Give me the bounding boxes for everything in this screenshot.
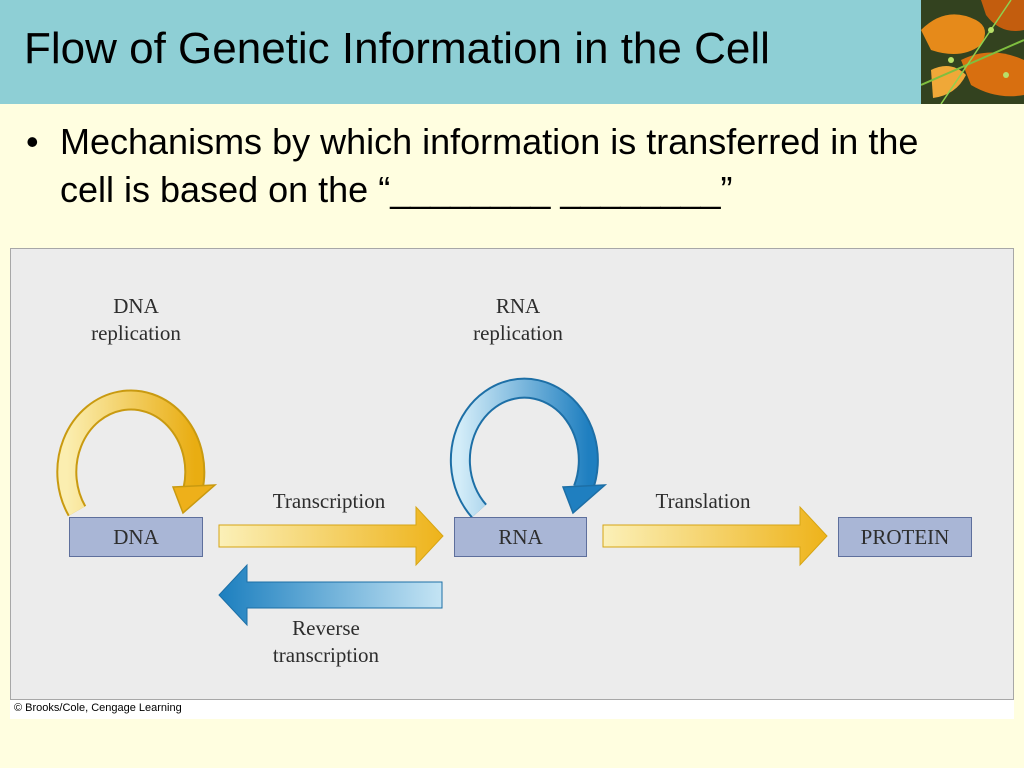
transcription-arrow — [218, 505, 444, 567]
rna-replication-label: RNA replication — [453, 293, 583, 347]
dna-replication-label-line2: replication — [91, 321, 181, 345]
translation-label: Translation — [655, 489, 751, 513]
slide-title: Flow of Genetic Information in the Cell — [24, 24, 770, 73]
bullet-text: Mechanisms by which information is trans… — [60, 121, 919, 210]
central-dogma-figure: DNA replication RNA replication Transcri… — [10, 248, 1014, 719]
rna-replication-label-line1: RNA — [495, 294, 541, 318]
translation-arrow — [602, 505, 828, 567]
title-bar: Flow of Genetic Information in the Cell — [0, 0, 1024, 104]
rna-replication-arrow — [449, 377, 608, 518]
protein-box: PROTEIN — [838, 517, 972, 557]
reverse-transcription-arrow — [218, 563, 443, 627]
bullet-marker: • — [26, 121, 39, 162]
corner-decorative-image — [921, 0, 1024, 104]
figure-panel: DNA replication RNA replication Transcri… — [10, 248, 1014, 700]
rna-box: RNA — [454, 517, 587, 557]
reverse-transcription-label-line2: transcription — [272, 643, 380, 667]
transcription-label: Transcription — [272, 489, 386, 513]
rna-replication-label-line2: replication — [473, 321, 563, 345]
copyright-credit: © Brooks/Cole, Cengage Learning — [14, 702, 182, 714]
reverse-transcription-label-line1: Reverse — [292, 616, 360, 640]
dna-replication-label-line1: DNA — [113, 294, 159, 318]
dna-replication-label: DNA replication — [71, 293, 201, 347]
dna-replication-arrow — [56, 389, 218, 517]
diagram-arrows — [56, 377, 828, 627]
reverse-transcription-label: Reverse transcription — [251, 615, 401, 669]
dna-box: DNA — [69, 517, 203, 557]
